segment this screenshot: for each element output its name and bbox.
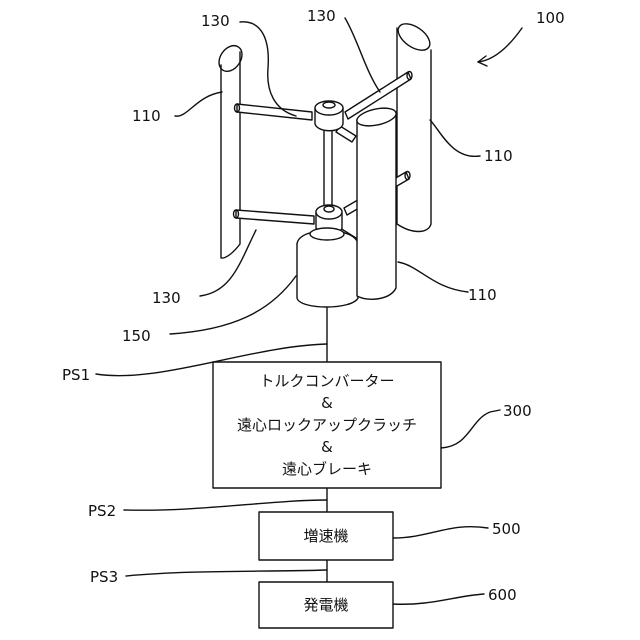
label-110-right: 110 xyxy=(484,147,513,165)
central-shaft xyxy=(324,130,332,212)
converter-line-3: 遠心ブレーキ xyxy=(282,460,372,478)
label-100: 100 xyxy=(536,9,565,27)
label-600: 600 xyxy=(488,586,517,604)
label-110-left: 110 xyxy=(132,107,161,125)
label-130-top-right: 130 xyxy=(307,7,336,25)
converter-amp-1: & xyxy=(321,394,333,412)
gearbox-label: 増速機 xyxy=(303,527,348,545)
label-ps3: PS3 xyxy=(90,568,118,586)
blade-front xyxy=(355,105,397,299)
generator-label: 発電機 xyxy=(303,596,348,614)
label-500: 500 xyxy=(492,520,521,538)
converter-line-1: トルクコンバーター xyxy=(259,372,394,390)
label-ps2: PS2 xyxy=(88,502,116,520)
label-130-lower: 130 xyxy=(152,289,181,307)
base-housing xyxy=(297,228,358,307)
blade-back-right xyxy=(394,18,435,231)
label-130-top-left: 130 xyxy=(201,12,230,30)
converter-amp-2: & xyxy=(321,438,333,456)
upper-hub xyxy=(315,101,343,131)
label-300: 300 xyxy=(503,402,532,420)
blade-left xyxy=(214,41,246,258)
label-150: 150 xyxy=(122,327,151,345)
label-110-front: 110 xyxy=(468,286,497,304)
label-ps1: PS1 xyxy=(62,366,90,384)
converter-line-2: 遠心ロックアップクラッチ xyxy=(237,416,417,434)
